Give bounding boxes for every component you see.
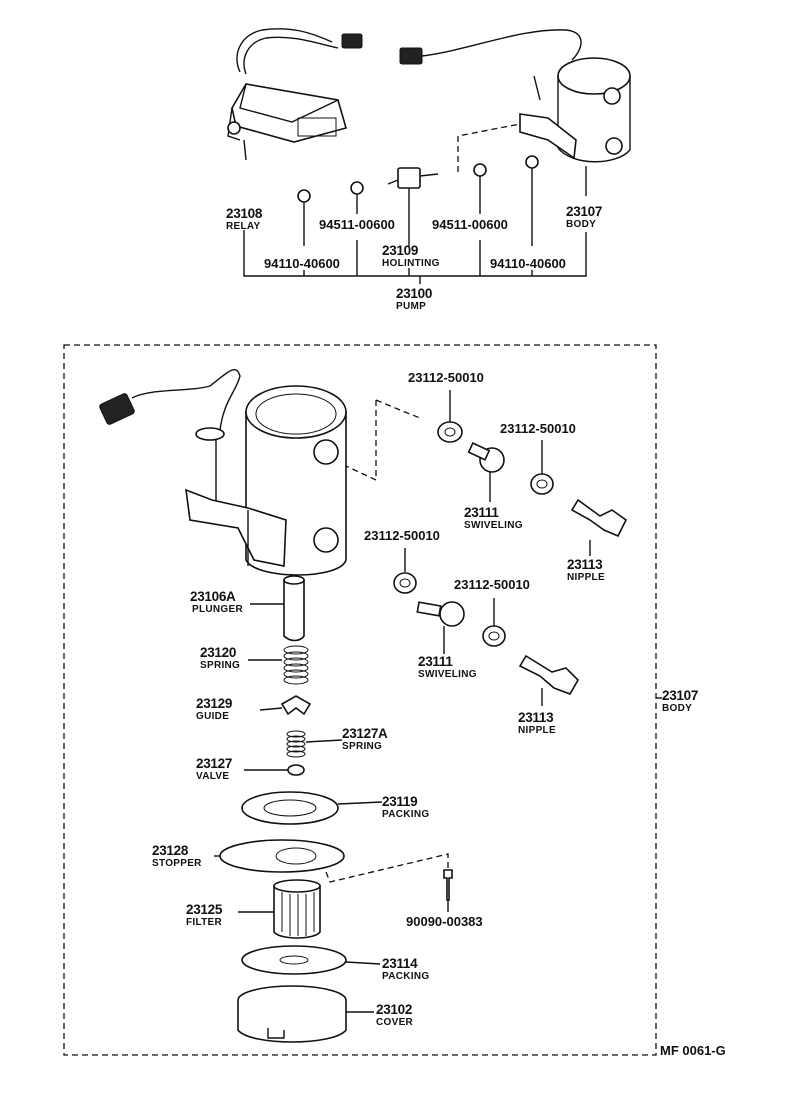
- holinting-number: 23109: [382, 243, 418, 258]
- filter-number: 23125: [186, 902, 223, 917]
- gasket-4-code: 23112-50010: [454, 577, 530, 592]
- internal-stack-drawing: [214, 575, 453, 1043]
- relay-number: 23108: [226, 206, 263, 221]
- spring-a-number: 23127A: [342, 726, 388, 741]
- cover-name: COVER: [376, 1017, 414, 1028]
- spring-a-name: SPRING: [342, 741, 382, 752]
- body-top-number: 23107: [566, 204, 602, 219]
- swiveling-upper-number: 23111: [464, 505, 499, 520]
- cover-number: 23102: [376, 1002, 412, 1017]
- nut-left-code: 94511-00600: [319, 217, 395, 232]
- gasket-3-code: 23112-50010: [364, 528, 440, 543]
- body-assembly-name: BODY: [662, 703, 692, 714]
- gasket-2-code: 23112-50010: [500, 421, 576, 436]
- stopper-name: STOPPER: [152, 858, 202, 869]
- spring-name: SPRING: [200, 660, 240, 671]
- washer-left-code: 94110-40600: [264, 256, 340, 271]
- packing-upper-number: 23119: [382, 794, 417, 809]
- body-drawing: [99, 368, 347, 576]
- swiveling-upper-name: SWIVELING: [464, 520, 523, 531]
- filter-name: FILTER: [186, 917, 223, 928]
- holinting-drawing: [387, 167, 439, 246]
- packing-upper-name: PACKING: [382, 809, 429, 820]
- pump-body-drawing: [399, 29, 631, 196]
- nipple-upper-name: NIPPLE: [567, 572, 605, 583]
- plunger-name: PLUNGER: [192, 604, 243, 615]
- body-top-name: BODY: [566, 219, 596, 230]
- gasket-1-code: 23112-50010: [408, 370, 484, 385]
- pump-number: 23100: [396, 286, 432, 301]
- packing-lower-name: PACKING: [382, 971, 429, 982]
- valve-name: VALVE: [196, 771, 229, 782]
- stopper-number: 23128: [152, 843, 189, 858]
- packing-lower-number: 23114: [382, 956, 418, 971]
- body-assembly-number: 23107: [662, 688, 698, 703]
- valve-number: 23127: [196, 756, 232, 771]
- nipple-lower-name: NIPPLE: [518, 725, 556, 736]
- relay-drawing: [227, 28, 363, 161]
- top-assembly: 23108 RELAY 94511-00600 94511-00600 2310…: [226, 28, 631, 312]
- holinting-name: HOLINTING: [382, 258, 440, 269]
- swiveling-lower-name: SWIVELING: [418, 669, 477, 680]
- body-assembly-frame: [63, 344, 657, 1056]
- pump-name: PUMP: [396, 301, 426, 312]
- nuts-and-washers: [297, 155, 539, 246]
- nipple-lower-number: 23113: [518, 710, 554, 725]
- guide-name: GUIDE: [196, 711, 229, 722]
- nut-right-code: 94511-00600: [432, 217, 508, 232]
- relay-name: RELAY: [226, 221, 261, 232]
- washer-right-code: 94110-40600: [490, 256, 566, 271]
- swiveling-lower-number: 23111: [418, 654, 453, 669]
- nipple-upper-number: 23113: [567, 557, 603, 572]
- figure-code: MF 0061-G: [660, 1043, 726, 1058]
- screw-code: 90090-00383: [406, 914, 483, 929]
- guide-number: 23129: [196, 696, 232, 711]
- spring-number: 23120: [200, 645, 236, 660]
- plunger-number: 23106A: [190, 589, 236, 604]
- fittings-drawing: [393, 390, 628, 706]
